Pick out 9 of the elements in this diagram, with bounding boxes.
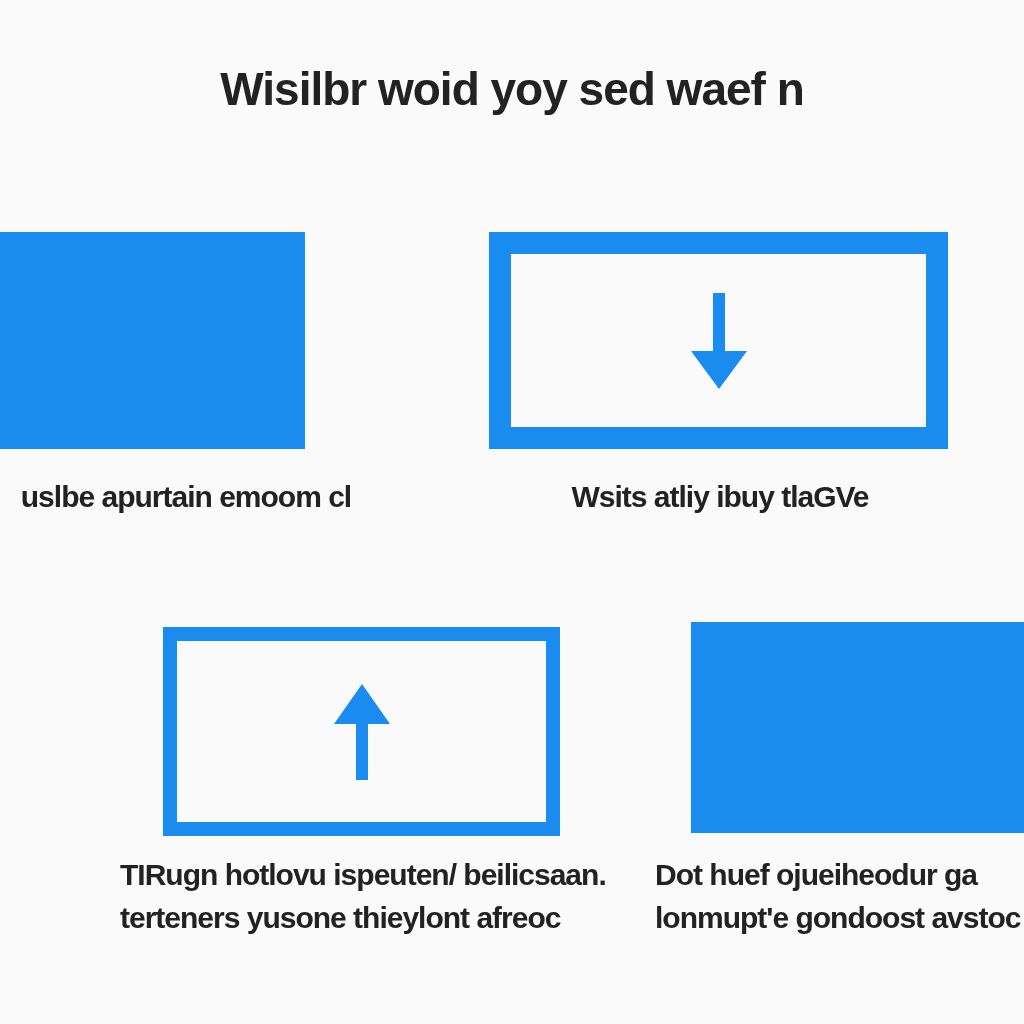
outlined-panel (163, 627, 560, 836)
panel-label: Dot huef ojueiheodur ga lonmupt'e gondoost avstoc (655, 857, 1022, 936)
panel-label: TIRugn hotlovu ispeuten/ beilicsaan. terteners yusone thieylont afreoc (120, 857, 607, 936)
outlined-panel (489, 232, 948, 449)
title: Wisilbr woid yoy sed waef n (219, 62, 805, 116)
panel-label: Wsits atliy ibuy tlaGVe (570, 479, 870, 515)
panel-label: uslbe apurtain emoom cl (19, 479, 353, 515)
filled-panel (0, 232, 305, 449)
filled-panel (691, 622, 1024, 833)
